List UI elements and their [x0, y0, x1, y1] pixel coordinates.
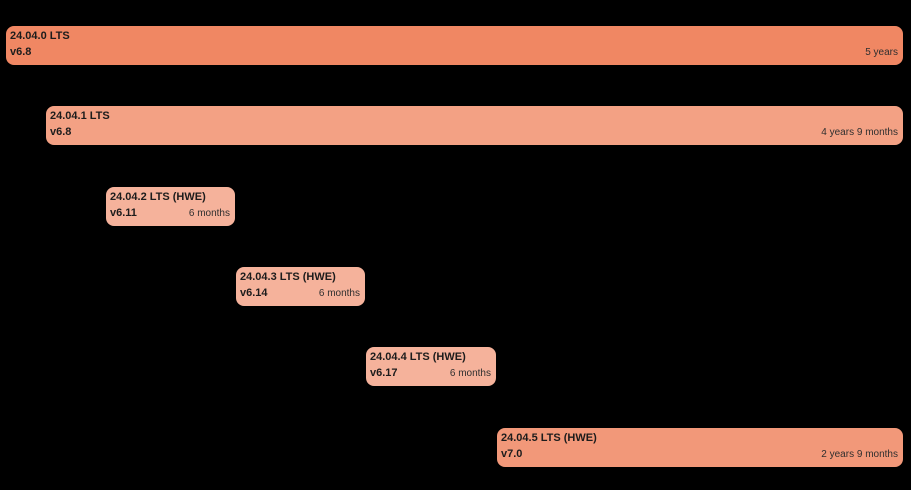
kernel-version-label: v6.17: [370, 367, 398, 379]
release-bar: 24.04.2 LTS (HWE) v6.11 6 months: [106, 187, 235, 226]
release-name-label: 24.04.4 LTS (HWE): [370, 351, 466, 363]
kernel-version-label: v6.11: [110, 207, 137, 219]
support-duration-label: 6 months: [318, 288, 360, 299]
release-bar-second-line: v6.11 6 months: [110, 206, 230, 221]
release-name-label: 24.04.1 LTS: [50, 110, 110, 122]
release-bar-second-line: v6.17 6 months: [370, 366, 491, 381]
release-bar-second-line: v6.8 4 years 9 months: [50, 125, 898, 140]
kernel-version-label: v6.14: [240, 287, 268, 299]
release-bar: 24.04.5 LTS (HWE) v7.0 2 years 9 months: [497, 428, 903, 467]
release-bar: 24.04.4 LTS (HWE) v6.17 6 months: [366, 347, 496, 386]
support-duration-label: 4 years 9 months: [821, 127, 898, 138]
release-name-label: 24.04.3 LTS (HWE): [240, 271, 336, 283]
support-duration-label: 2 years 9 months: [821, 449, 898, 460]
support-duration-label: 5 years: [865, 47, 898, 58]
release-name-label: 24.04.0 LTS: [10, 30, 70, 42]
support-duration-label: 6 months: [449, 368, 491, 379]
release-bar-second-line: v6.8 5 years: [10, 45, 898, 60]
release-bar: 24.04.1 LTS v6.8 4 years 9 months: [46, 106, 903, 145]
kernel-version-label: v7.0: [501, 448, 523, 460]
release-name-label: 24.04.2 LTS (HWE): [110, 191, 206, 203]
kernel-version-label: v6.8: [10, 46, 32, 58]
release-bar-second-line: v6.14 6 months: [240, 286, 360, 301]
kernel-version-label: v6.8: [50, 126, 72, 138]
release-bar: 24.04.0 LTS v6.8 5 years: [6, 26, 903, 65]
release-name-label: 24.04.5 LTS (HWE): [501, 432, 597, 444]
release-bar: 24.04.3 LTS (HWE) v6.14 6 months: [236, 267, 365, 306]
release-bar-second-line: v7.0 2 years 9 months: [501, 447, 898, 462]
support-duration-label: 6 months: [188, 208, 230, 219]
